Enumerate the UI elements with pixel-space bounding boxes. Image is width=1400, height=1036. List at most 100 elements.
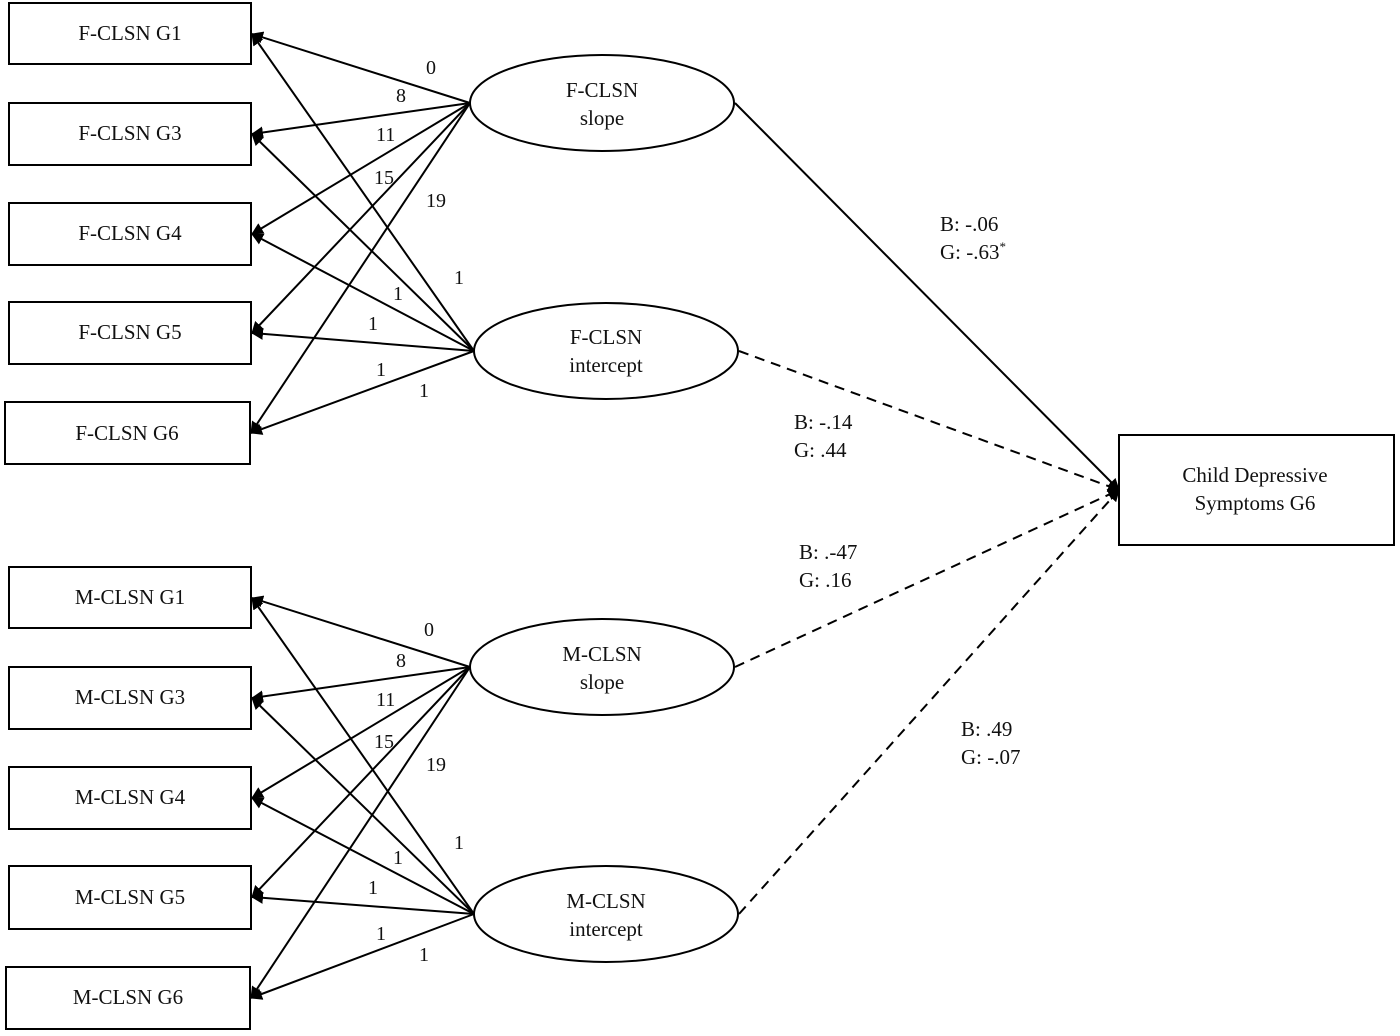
latent-sublabel: slope	[580, 106, 624, 130]
edges-layer	[250, 31, 1120, 1000]
loading-arrow-f-intercept	[251, 133, 475, 352]
loading-arrow-m-intercept	[251, 797, 475, 915]
observed-box-m-g1: M-CLSN G1	[8, 566, 252, 629]
path-arrow-m-intercept	[738, 489, 1120, 915]
coef-g: G: -.07	[961, 745, 1021, 769]
loading-label: 1	[393, 283, 403, 305]
observed-label: M-CLSN G5	[75, 885, 185, 909]
loading-label: 1	[376, 923, 386, 945]
path-arrow-m-slope	[734, 489, 1120, 668]
coef-g: G: .16	[799, 568, 852, 592]
coef-b: B: .49	[961, 717, 1012, 741]
loading-arrow-f-intercept	[250, 350, 475, 435]
loading-label: 8	[396, 85, 406, 107]
observed-box-f-g3: F-CLSN G3	[8, 102, 252, 166]
loading-arrow-m-slope	[250, 666, 471, 999]
observed-label: F-CLSN G1	[78, 21, 181, 45]
coef-g: G: -.63*	[940, 239, 1006, 264]
latent-sublabel: intercept	[569, 353, 643, 377]
loading-arrow-f-intercept	[251, 327, 475, 352]
loading-label: 1	[368, 313, 378, 335]
loading-label: 19	[426, 190, 446, 212]
observed-label: M-CLSN G6	[73, 985, 183, 1009]
loading-label: 1	[419, 944, 429, 966]
observed-label: M-CLSN G3	[75, 685, 185, 709]
m-slope-loadings: 0 8 11 15 19	[374, 619, 446, 776]
coef-f-intercept: B: -.14 G: .44	[794, 410, 853, 462]
outcome-box: Child Depressive Symptoms G6	[1118, 434, 1395, 546]
observed-box-f-g1: F-CLSN G1	[8, 2, 252, 65]
latent-m-intercept: M-CLSN intercept	[473, 865, 739, 963]
loading-arrow-m-slope	[251, 666, 471, 898]
coef-f-slope: B: -.06 G: -.63*	[940, 212, 1006, 264]
loading-label: 1	[454, 267, 464, 289]
latent-sublabel: intercept	[569, 917, 643, 941]
latent-m-slope: M-CLSN slope	[469, 618, 735, 716]
latent-f-intercept: F-CLSN intercept	[473, 302, 739, 400]
loading-label: 1	[376, 359, 386, 381]
latent-label: M-CLSN	[562, 642, 641, 666]
observed-box-f-g4: F-CLSN G4	[8, 202, 252, 266]
loading-label: 0	[426, 57, 436, 79]
outcome-label: Child Depressive	[1182, 463, 1327, 487]
loading-label: 11	[376, 689, 395, 711]
coef-b: B: -.14	[794, 410, 853, 434]
loading-arrow-f-intercept	[251, 33, 475, 352]
observed-label: F-CLSN G6	[75, 421, 178, 445]
f-slope-loadings: 0 8 11 15 19	[374, 57, 446, 212]
latent-label: M-CLSN	[566, 889, 645, 913]
observed-label: F-CLSN G3	[78, 121, 181, 145]
coef-b: B: -.06	[940, 212, 998, 236]
significance-marker: *	[1000, 239, 1007, 254]
loading-arrow-f-slope	[251, 102, 471, 139]
observed-label: M-CLSN G4	[75, 785, 186, 809]
loading-arrow-m-intercept	[251, 597, 475, 915]
loading-arrow-m-slope	[251, 666, 471, 703]
loading-arrow-f-slope	[251, 31, 471, 104]
loading-arrow-m-intercept	[251, 891, 475, 915]
latent-label: F-CLSN	[570, 325, 642, 349]
observed-label: M-CLSN G1	[75, 585, 185, 609]
coef-m-intercept: B: .49 G: -.07	[961, 717, 1021, 769]
observed-label: F-CLSN G5	[78, 320, 181, 344]
observed-box-m-g3: M-CLSN G3	[8, 666, 252, 730]
loading-label: 15	[374, 167, 394, 189]
loading-arrow-f-slope	[251, 102, 471, 334]
coef-m-slope: B: .-47 G: .16	[799, 540, 857, 592]
loading-label: 8	[396, 650, 406, 672]
latent-label: F-CLSN	[566, 78, 638, 102]
m-intercept-loadings: 1 1 1 1 1	[368, 832, 464, 966]
outcome-sublabel: Symptoms G6	[1195, 491, 1316, 515]
loading-arrow-f-intercept	[251, 233, 475, 352]
loading-label: 15	[374, 731, 394, 753]
loading-arrow-m-slope	[251, 595, 471, 668]
coef-g: G: .44	[794, 438, 847, 462]
loading-arrow-f-slope	[251, 102, 471, 235]
latent-sublabel: slope	[580, 670, 624, 694]
loading-arrow-m-intercept	[251, 697, 475, 915]
observed-box-f-g6: F-CLSN G6	[4, 401, 251, 465]
loading-label: 19	[426, 754, 446, 776]
coef-g-value: G: -.63	[940, 240, 1000, 264]
observed-box-m-g4: M-CLSN G4	[8, 766, 252, 830]
latent-f-slope: F-CLSN slope	[469, 54, 735, 152]
f-intercept-loadings: 1 1 1 1 1	[368, 267, 464, 402]
loading-arrow-f-slope	[250, 102, 471, 434]
loading-label: 11	[376, 124, 395, 146]
coef-b: B: .-47	[799, 540, 857, 564]
loading-label: 1	[419, 380, 429, 402]
observed-box-m-g5: M-CLSN G5	[8, 865, 252, 930]
loading-label: 1	[368, 877, 378, 899]
loading-label: 1	[393, 847, 403, 869]
loading-arrow-m-intercept	[250, 913, 475, 1000]
father-observed-group: F-CLSN G1 F-CLSN G3 F-CLSN G4 F-CLSN G5 …	[4, 2, 252, 465]
path-arrow-f-slope	[734, 102, 1120, 491]
loading-arrow-m-slope	[251, 666, 471, 799]
observed-box-m-g6: M-CLSN G6	[5, 966, 251, 1030]
observed-box-f-g5: F-CLSN G5	[8, 301, 252, 365]
loading-label: 1	[454, 832, 464, 854]
loading-label: 0	[424, 619, 434, 641]
observed-label: F-CLSN G4	[78, 221, 182, 245]
